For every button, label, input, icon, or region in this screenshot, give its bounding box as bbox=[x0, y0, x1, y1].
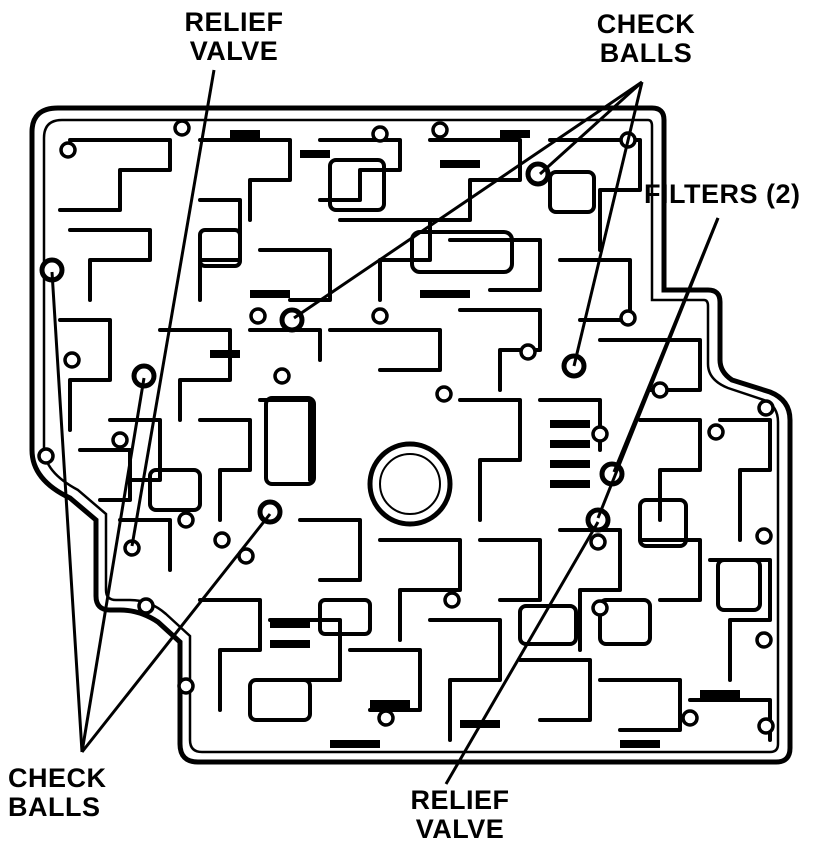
callout-relief-valve-top: RELIEF VALVE bbox=[178, 8, 290, 66]
check-ball-top-1 bbox=[525, 161, 551, 187]
callout-relief-valve-top-line2: VALVE bbox=[189, 36, 279, 66]
callout-check-balls-bottom: CHECK BALLS bbox=[8, 764, 118, 822]
check-ball-left-3 bbox=[257, 499, 283, 525]
bolt-holes bbox=[37, 119, 775, 735]
leader-check-balls-bottom-1 bbox=[50, 271, 84, 753]
leader-check-balls-bottom-2 bbox=[80, 377, 146, 753]
filter-2 bbox=[585, 507, 611, 533]
valve-body-inner-outline bbox=[42, 118, 780, 754]
leader-check-balls-bottom-3 bbox=[80, 513, 272, 753]
central-cavity bbox=[367, 441, 453, 527]
callout-filters-line1: FILTERS (2) bbox=[644, 179, 801, 209]
callout-filters: FILTERS (2) bbox=[644, 180, 830, 209]
callout-check-balls-top-line1: CHECK bbox=[596, 9, 696, 39]
callout-check-balls-bottom-line1: CHECK bbox=[8, 763, 107, 793]
slot-bars bbox=[210, 130, 740, 748]
callout-relief-valve-bottom-line2: VALVE bbox=[415, 814, 505, 844]
callout-relief-valve-top-line1: RELIEF bbox=[184, 7, 284, 37]
leader-check-balls-top-3 bbox=[572, 81, 644, 367]
leader-relief-valve-bottom bbox=[444, 521, 600, 785]
valve-body-outline bbox=[29, 105, 793, 765]
callout-relief-valve-bottom-line1: RELIEF bbox=[410, 785, 510, 815]
leader-check-balls-top-1 bbox=[538, 80, 644, 176]
valve-pockets bbox=[148, 158, 762, 722]
leader-check-balls-top-2 bbox=[293, 80, 643, 320]
leader-lines bbox=[50, 69, 720, 785]
callout-check-balls-bottom-line2: BALLS bbox=[8, 792, 101, 822]
callout-relief-valve-bottom: RELIEF VALVE bbox=[404, 786, 516, 844]
leader-relief-valve-top bbox=[130, 69, 216, 547]
leader-filters-2 bbox=[596, 217, 720, 519]
callout-check-balls-top-line2: BALLS bbox=[599, 38, 693, 68]
callout-check-balls-top: CHECK BALLS bbox=[594, 10, 698, 68]
